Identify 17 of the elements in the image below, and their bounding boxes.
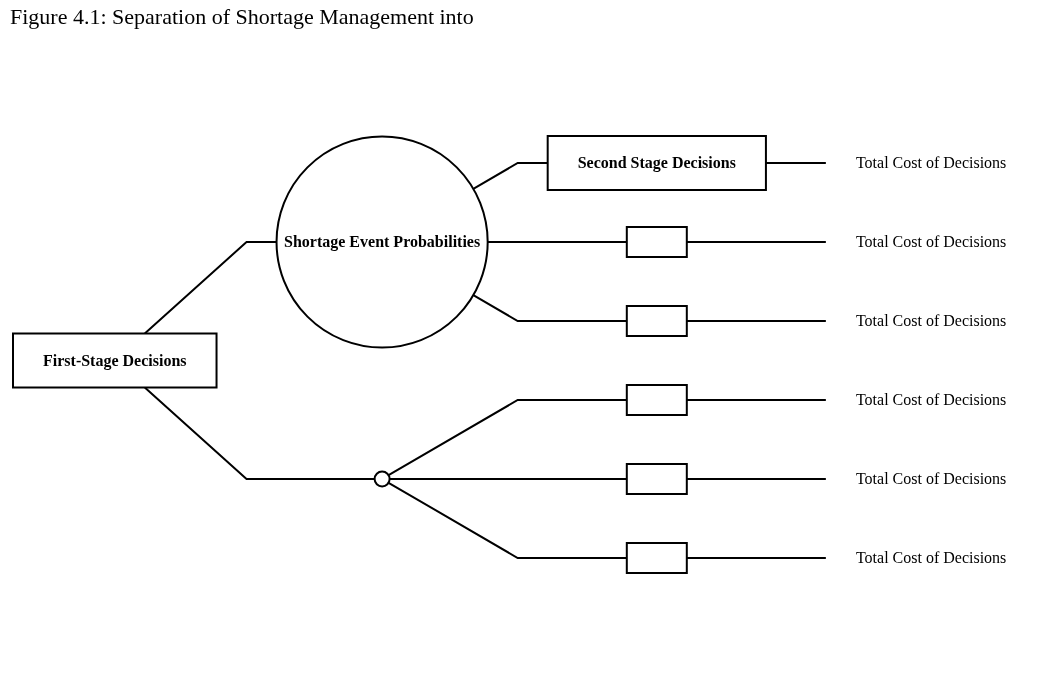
- node-box: [625, 462, 688, 495]
- node-circle: [373, 470, 391, 487]
- node-text: Total Cost of Decisions: [855, 548, 1007, 566]
- node-box: First-Stage Decisions: [11, 332, 218, 388]
- figure-title: Figure 4.1: Separation of Shortage Management into: [9, 3, 475, 30]
- node-text: Total Cost of Decisions: [855, 469, 1007, 487]
- node-text: Total Cost of Decisions: [855, 153, 1007, 171]
- node-box: [625, 541, 688, 574]
- node-circle: Shortage Event Probabilities: [275, 134, 489, 349]
- node-box: [625, 304, 688, 337]
- node-box: Second Stage Decisions: [546, 134, 767, 191]
- node-text: Total Cost of Decisions: [855, 311, 1007, 329]
- node-text: Total Cost of Decisions: [855, 390, 1007, 408]
- connector: [143, 386, 376, 480]
- node-box: [625, 383, 688, 416]
- node-text: Total Cost of Decisions: [855, 232, 1007, 250]
- node-box: [625, 225, 688, 258]
